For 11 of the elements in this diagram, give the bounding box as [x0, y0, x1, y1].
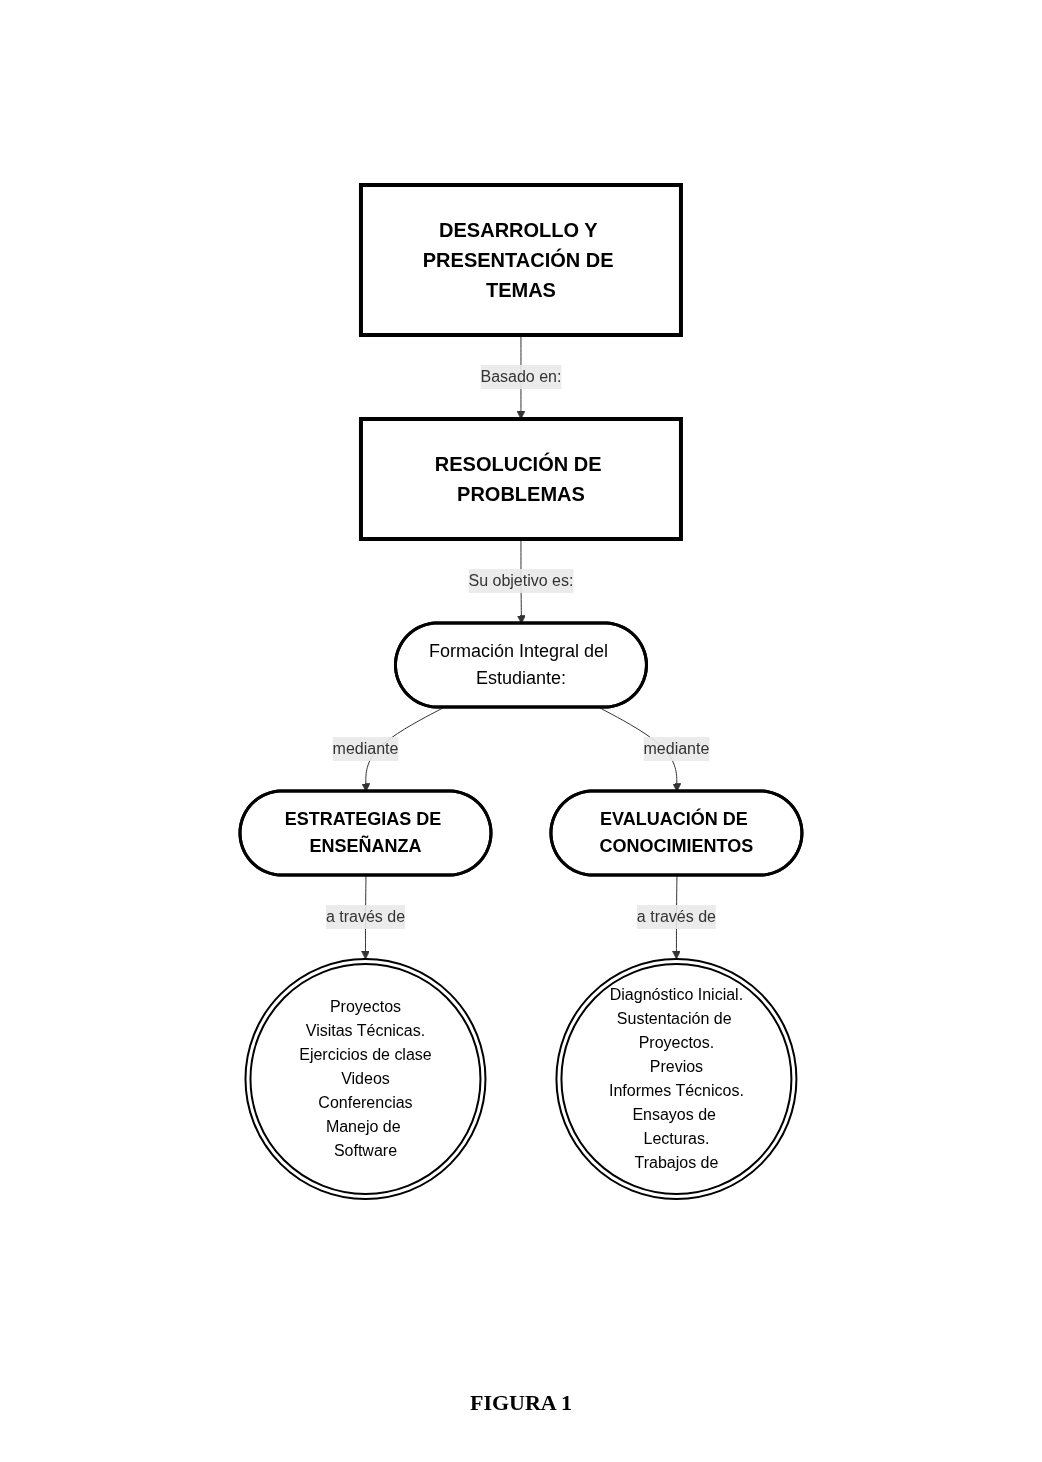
node-box: RESOLUCIÓN DE PROBLEMAS — [359, 417, 683, 541]
edge-label: Su objetivo es: — [468, 571, 574, 589]
edge-label: mediante — [332, 739, 399, 757]
edge-label: mediante — [643, 739, 710, 757]
node-circle: Diagnóstico Inicial. Sustentación de Proyectos. Previos Informes Técnicos. Ensayos de Lecturas. Trabajos de — [555, 958, 798, 1200]
edge-label: Basado en: — [480, 368, 562, 385]
figure-caption: FIGURA 1 — [468, 1390, 574, 1416]
edge-label: a través de — [636, 907, 717, 925]
node-circle: Proyectos Visitas Técnicas. Ejercicios de clase Videos Conferencias Manejo de Software — [244, 958, 487, 1200]
node-box: DESARROLLO Y PRESENTACIÓN DE TEMAS — [359, 183, 683, 337]
edge-label: a través de — [325, 907, 406, 925]
